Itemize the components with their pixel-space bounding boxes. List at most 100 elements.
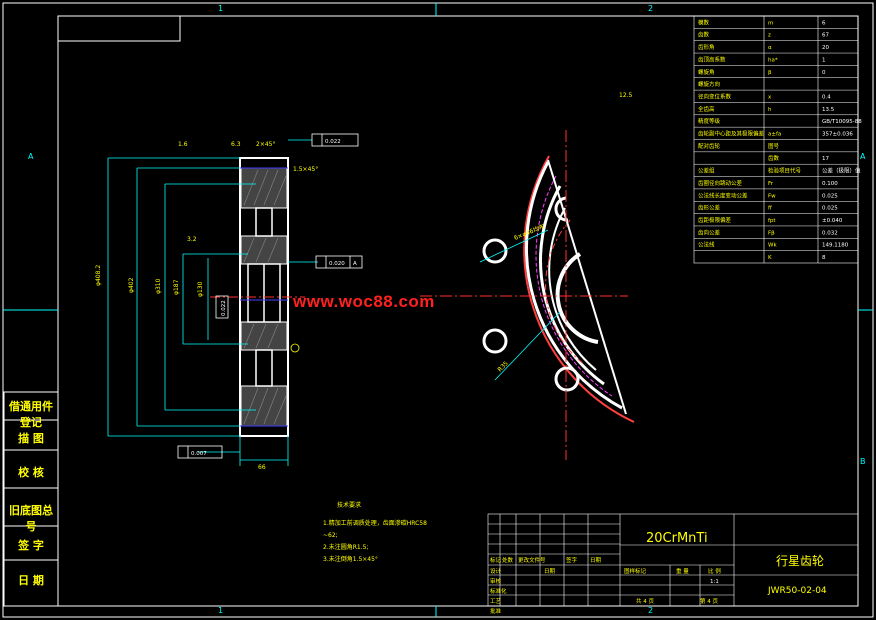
gear-table-sym: β [768, 70, 772, 76]
zone-top-2: 2 [648, 4, 654, 13]
title-sheet-no: 第 4 页 [700, 597, 718, 605]
gear-table-val: 0.032 [822, 230, 838, 236]
title-date-label: 日期 [544, 568, 556, 575]
zone-markers [3, 3, 873, 617]
gear-table-val: 0.4 [822, 94, 831, 100]
role-label: 审核 [490, 577, 502, 585]
gear-table-label: 配对齿轮 [698, 142, 721, 150]
strip-check: 校 核 [18, 466, 44, 479]
top-left-box [57, 15, 181, 42]
revision-label: 标记 [490, 556, 502, 564]
zone-right-a: A [860, 152, 866, 161]
gear-table-val: 0 [822, 70, 826, 76]
zone-left-a: A [28, 152, 34, 161]
notes-line-4: 3.未注倒角1.5×45° [323, 556, 378, 563]
title-drawing-no: JWR50-02-04 [767, 586, 827, 596]
gear-table-label: 公差组 [698, 167, 715, 175]
notes-line-3: 2.未注圆角R1.5; [323, 544, 369, 551]
gear-table-sym: 检验项目代号 [768, 167, 802, 175]
zone-right-b: B [860, 457, 866, 466]
gear-table-sym: h [768, 107, 772, 113]
dim-root-diameter: φ402 [128, 277, 135, 293]
gear-table-sym: Fr [768, 181, 774, 187]
gear-table-sym: α [768, 45, 772, 51]
gear-table-label: 齿向公差 [698, 228, 721, 236]
gear-table-val: 0.100 [822, 181, 838, 187]
title-block-grid [487, 513, 859, 607]
revision-label: 处数 [502, 556, 514, 564]
dim-hub-diameter: φ310 [155, 278, 162, 294]
gdt-runout-2: 0.020 [329, 261, 345, 267]
zone-bottom-2: 2 [648, 606, 654, 615]
dim-inner-diameter: φ130 [197, 281, 204, 297]
gear-table-sym: Fβ [768, 230, 775, 236]
gear-front-view [420, 130, 635, 460]
gear-table-label: 螺旋方向 [698, 80, 720, 88]
title-revision-labels: 标记处数更改文件号签字日期 [490, 556, 602, 564]
title-scale: 1:1 [710, 579, 719, 585]
gear-table-val: 357±0.036 [822, 132, 853, 138]
role-label: 批准 [490, 607, 502, 615]
gear-table-sym: Wk [768, 243, 777, 249]
gear-table-sym: ha* [768, 57, 778, 63]
title-stage-label: 图样标记 [624, 567, 647, 575]
dim-radius: R35 [496, 360, 509, 373]
gear-table-label: 全齿高 [698, 105, 715, 113]
title-sheets-total: 共 4 页 [636, 597, 654, 605]
strip-trace: 描 图 [18, 432, 44, 445]
role-label: 工艺 [490, 598, 502, 605]
dim-chamfer: 1.5×45° [293, 166, 318, 173]
gear-table-label: 齿距极限偏差 [698, 216, 732, 224]
dim-angle: 2×45° [256, 141, 275, 148]
gear-table-val: ±0.040 [822, 218, 843, 224]
gear-table-sym: z [768, 33, 771, 39]
gear-table-val: 0.025 [822, 193, 838, 199]
gear-table-sym: m [768, 20, 773, 26]
gear-table-label: 齿形角 [698, 43, 715, 51]
gear-table-sym: Fw [768, 193, 776, 199]
gear-table-label: 齿顶高系数 [698, 55, 726, 63]
gear-table-sym: ff [768, 206, 772, 212]
notes-line-1: 1.精加工前调质处理，齿面渗碳HRC58 [323, 520, 427, 527]
left-strip [3, 391, 59, 607]
gdt-runout-3: 0.022 [221, 300, 227, 316]
gear-table-sym: x [768, 94, 772, 100]
technical-notes: 技术要求 1.精加工前调质处理，齿面渗碳HRC58 ~62; 2.未注圆角R1.… [323, 500, 427, 566]
gear-table-sym: fpt [768, 218, 776, 224]
dim-bore-diameter: φ187 [173, 279, 180, 295]
gear-table-sym: a±fa [768, 132, 781, 138]
inner-frame [57, 15, 859, 607]
revision-label: 签字 [566, 556, 578, 564]
gear-table-label: 径向变位系数 [698, 92, 732, 100]
zone-top-1: 1 [218, 4, 224, 13]
gear-table-label: 齿圈径向跳动公差 [698, 179, 743, 187]
gear-table-label: 齿数 [698, 31, 710, 39]
gear-table-label: 公法线 [698, 241, 715, 249]
gear-table-label: 公法线长度变动公差 [698, 191, 748, 199]
roughness-1: 1.6 [178, 141, 188, 148]
revision-label: 日期 [590, 557, 602, 564]
watermark: www.woc88.com [293, 292, 435, 311]
notes-title: 技术要求 [337, 502, 362, 509]
dim-tip-diameter: φ408.2 [95, 265, 102, 286]
gear-table-label: 齿轮副中心距及其极限偏差 [698, 130, 765, 138]
gear-table-val: 8 [822, 255, 826, 261]
gear-table-sym: 图号 [768, 142, 780, 150]
gear-table-val: 149.1180 [822, 243, 849, 249]
gear-table-val: 6 [822, 20, 826, 26]
gdt-datum: A [353, 261, 357, 267]
role-label: 设计 [490, 567, 502, 575]
gear-table-val: 67 [822, 33, 829, 39]
gdt-runout-1: 0.022 [325, 139, 341, 145]
gear-table-val: 17 [822, 156, 829, 162]
strip-old-drawing-no: 旧底图总号 [9, 504, 53, 533]
gear-table-val: 13.5 [822, 107, 835, 113]
roughness-2: 6.3 [231, 141, 241, 148]
roughness-4: 12.5 [619, 92, 633, 99]
gear-table-val: 公差（极限）值 [822, 167, 861, 175]
gear-table-label: 模数 [698, 18, 710, 26]
